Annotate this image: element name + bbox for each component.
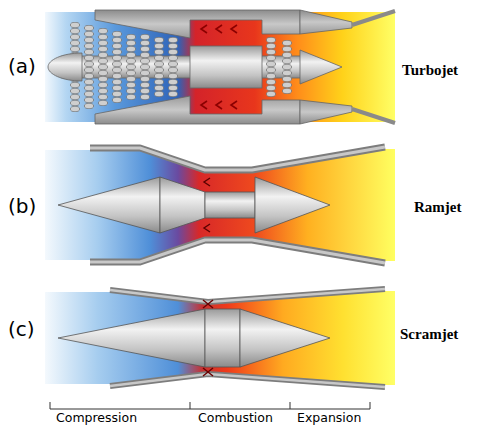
panel-letter: (a) bbox=[8, 55, 36, 77]
stage-bracket bbox=[50, 402, 370, 409]
ramjet-drawing bbox=[45, 147, 395, 263]
panel-letter: (b) bbox=[8, 195, 36, 217]
engine-name: Ramjet bbox=[414, 199, 461, 216]
turbojet-drawing bbox=[45, 10, 395, 124]
compressor-blades bbox=[70, 22, 178, 112]
engine-name: Turbojet bbox=[402, 62, 458, 79]
scramjet-drawing bbox=[45, 289, 395, 387]
engine-name: Scramjet bbox=[400, 326, 458, 343]
stage-label: Expansion bbox=[297, 411, 361, 425]
stage-label: Compression bbox=[56, 411, 137, 425]
turbine-blades bbox=[266, 37, 292, 97]
panel-letter: (c) bbox=[8, 318, 35, 340]
stage-label: Combustion bbox=[198, 411, 273, 425]
